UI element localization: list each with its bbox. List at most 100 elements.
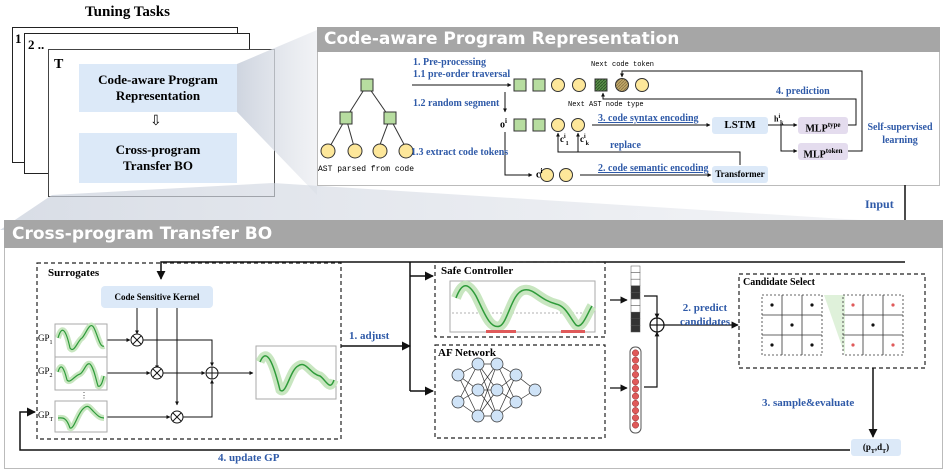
mlp-type-box[interactable]: MLPtype bbox=[798, 117, 848, 134]
update-gp-label: 4. update GP bbox=[218, 452, 280, 464]
af-vector-cell bbox=[632, 363, 639, 371]
af-vector-cell bbox=[632, 407, 639, 415]
multiply-icon bbox=[170, 410, 184, 424]
af-vector-cell bbox=[632, 356, 639, 364]
candidate-point bbox=[851, 303, 855, 307]
nn-neuron bbox=[471, 409, 485, 423]
af-vector-cell bbox=[632, 385, 639, 393]
module-representation-box[interactable]: Code-aware Program Representation bbox=[79, 64, 237, 112]
seq-leaf bbox=[635, 78, 649, 92]
step-4-label: 4. prediction bbox=[776, 86, 830, 97]
safe-vector-cell bbox=[630, 311, 641, 320]
unsafe-region bbox=[561, 330, 585, 333]
ast-node bbox=[360, 78, 374, 92]
gp-ellipsis: ⋮ bbox=[80, 391, 88, 400]
safe-vector-cell bbox=[630, 272, 641, 280]
candidate-point bbox=[770, 303, 774, 307]
safe-vector-cell bbox=[630, 298, 641, 306]
code-sensitive-kernel-box[interactable]: Code Sensitive Kernel bbox=[101, 286, 213, 308]
candidate-cell bbox=[882, 314, 904, 336]
nn-edge bbox=[477, 363, 498, 417]
gpT-label: GPT bbox=[38, 410, 54, 423]
ast-leaf bbox=[347, 143, 363, 159]
af-vector-cell bbox=[632, 414, 639, 422]
seg-node bbox=[513, 118, 527, 132]
gp2-label: GP2 bbox=[38, 366, 53, 379]
nn-neuron bbox=[490, 409, 504, 423]
sample-evaluate-label: 3. sample&evaluate bbox=[762, 397, 855, 409]
representation-panel-title: Code-aware Program Representation bbox=[324, 29, 680, 49]
candidate-point bbox=[851, 343, 855, 347]
code-token bbox=[540, 168, 554, 182]
nn-neuron bbox=[528, 383, 542, 397]
seq-leaf bbox=[551, 78, 565, 92]
self-supervised-label: Self-supervised learning bbox=[867, 122, 933, 146]
input-label: Input bbox=[865, 197, 894, 211]
candidate-cell bbox=[862, 294, 884, 316]
ast-tree bbox=[320, 78, 414, 159]
nn-neuron bbox=[509, 395, 523, 409]
candidate-point bbox=[790, 323, 794, 327]
af-vector-cell bbox=[632, 349, 639, 357]
candidate-cell bbox=[882, 334, 904, 356]
next-code-token-label: Next code token bbox=[591, 61, 655, 69]
surrogates-box bbox=[36, 262, 342, 440]
safe-vector-cell bbox=[630, 325, 641, 333]
hidden-state-label: hik bbox=[774, 114, 784, 127]
down-arrow-icon: ⇩ bbox=[150, 114, 162, 129]
step-2-label: 2. code semantic encoding bbox=[598, 163, 709, 174]
surrogates-label: Surrogates bbox=[48, 267, 100, 279]
predict-candidates-label: 2. predict candidates bbox=[679, 302, 731, 328]
step-1-1-label: 1.1 pre-order traversal bbox=[413, 69, 511, 80]
seg-node bbox=[532, 118, 546, 132]
next-code-token bbox=[615, 78, 629, 92]
ast-node bbox=[339, 111, 353, 125]
result-box[interactable]: (pT,dT) bbox=[851, 439, 901, 456]
sum-icon bbox=[205, 366, 219, 380]
nn-neuron bbox=[471, 383, 485, 397]
transformer-box[interactable]: Transformer bbox=[712, 166, 768, 183]
nn-edge bbox=[496, 374, 517, 417]
ck-label: cik bbox=[580, 134, 590, 147]
seq-leaf bbox=[572, 78, 586, 92]
step-1-3-label: 1.3 extract code tokens bbox=[411, 147, 509, 158]
nn-edge bbox=[457, 363, 479, 403]
candidate-select-label: Candidate Select bbox=[743, 277, 815, 288]
candidate-cell bbox=[842, 314, 864, 336]
neural-network bbox=[451, 357, 542, 423]
safe-vector-cell bbox=[630, 278, 641, 287]
code-token bbox=[559, 168, 573, 182]
module-transfer-bo-box[interactable]: Cross-program Transfer BO bbox=[79, 133, 237, 183]
safe-vector-cell bbox=[630, 285, 641, 293]
transformer-label: Transformer bbox=[715, 169, 765, 179]
mlp-token-box[interactable]: MLPtoken bbox=[798, 143, 848, 160]
nn-neuron bbox=[490, 383, 504, 397]
task-index-T: T bbox=[54, 57, 64, 72]
safe-vector-cell bbox=[630, 318, 641, 326]
nn-neuron bbox=[490, 357, 504, 371]
nn-edge bbox=[496, 363, 517, 403]
task-index-1: 1 bbox=[15, 31, 22, 46]
code-sensitive-kernel-label: Code Sensitive Kernel bbox=[114, 292, 200, 302]
nn-neuron bbox=[471, 357, 485, 371]
ast-leaf bbox=[372, 143, 388, 159]
candidate-point bbox=[891, 303, 895, 307]
task-index-2: 2 .. bbox=[28, 37, 45, 52]
safe-vector bbox=[630, 265, 641, 333]
step-1-label: 1. Pre-processing bbox=[413, 57, 486, 68]
af-vector-cell bbox=[632, 371, 639, 379]
tuning-tasks-title: Tuning Tasks bbox=[85, 4, 170, 20]
sum-icon bbox=[649, 317, 665, 333]
candidate-point bbox=[891, 343, 895, 347]
lstm-label: LSTM bbox=[724, 119, 756, 131]
candidate-cell bbox=[781, 294, 803, 316]
af-vector-cell bbox=[632, 378, 639, 386]
mlp-token-sup: token bbox=[825, 147, 843, 155]
multiply-icon bbox=[130, 333, 144, 347]
next-ast-node-type-label: Next AST node type bbox=[568, 101, 644, 109]
lstm-box[interactable]: LSTM bbox=[712, 117, 768, 134]
seq-node bbox=[513, 78, 527, 92]
candidate-cell bbox=[801, 314, 823, 336]
nn-neuron bbox=[509, 368, 523, 382]
